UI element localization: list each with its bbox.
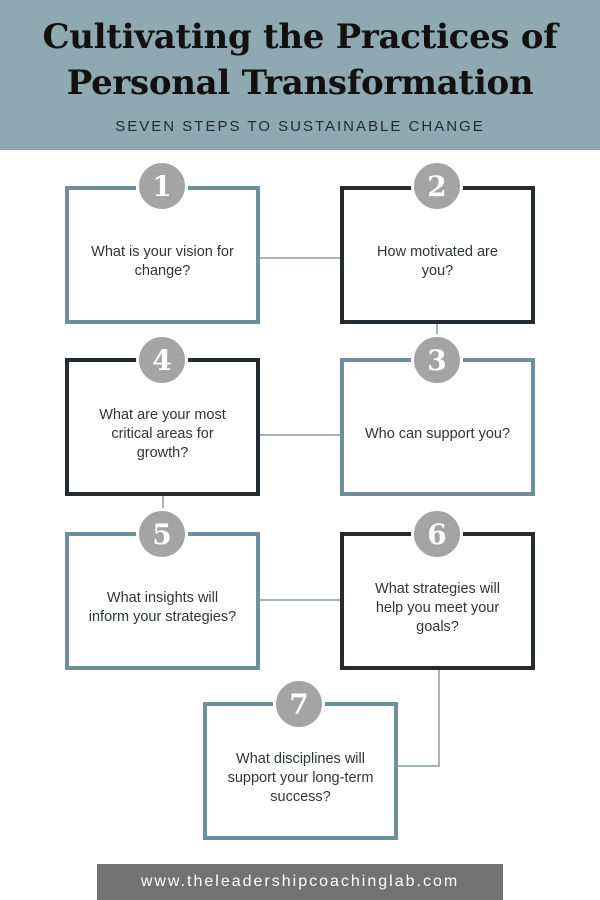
step-text-1: What is your vision for change? xyxy=(91,244,234,279)
connector-5-6 xyxy=(258,599,342,601)
step-text-2: How motivated are you? xyxy=(377,244,498,279)
step-text-5: What insights will inform your strategie… xyxy=(88,590,237,625)
step-number-2: 2 xyxy=(411,160,463,212)
step-text-6: What strategies will help you meet your … xyxy=(375,580,500,635)
footer-url[interactable]: www.theleadershipcoachinglab.com xyxy=(140,873,460,890)
step-text-7: What disciplines will support your long-… xyxy=(227,750,374,805)
header-banner: Cultivating the Practices of Personal Tr… xyxy=(0,0,600,150)
step-text-3: Who can support you? xyxy=(364,425,511,442)
connector-1-2 xyxy=(258,257,342,259)
step-number-4: 4 xyxy=(136,334,188,386)
step-box-4: What are your most critical areas for gr… xyxy=(65,358,260,496)
step-number-5: 5 xyxy=(136,508,188,560)
title-line-1: Cultivating the Practices of xyxy=(42,17,558,57)
connector-6-7-horizontal xyxy=(395,765,440,767)
step-number-1: 1 xyxy=(136,160,188,212)
step-number-3: 3 xyxy=(411,334,463,386)
page-title: Cultivating the Practices of Personal Tr… xyxy=(0,14,600,106)
step-number-7: 7 xyxy=(273,678,325,730)
connector-3-4 xyxy=(258,434,342,436)
title-line-2: Personal Transformation xyxy=(66,63,534,103)
page-subtitle: SEVEN STEPS TO SUSTAINABLE CHANGE xyxy=(115,118,485,135)
step-text-4: What are your most critical areas for gr… xyxy=(99,406,226,461)
step-box-2: How motivated are you? xyxy=(340,186,535,324)
footer-banner: www.theleadershipcoachinglab.com xyxy=(97,864,503,900)
step-number-6: 6 xyxy=(411,508,463,560)
connector-6-7-vertical xyxy=(438,668,440,766)
